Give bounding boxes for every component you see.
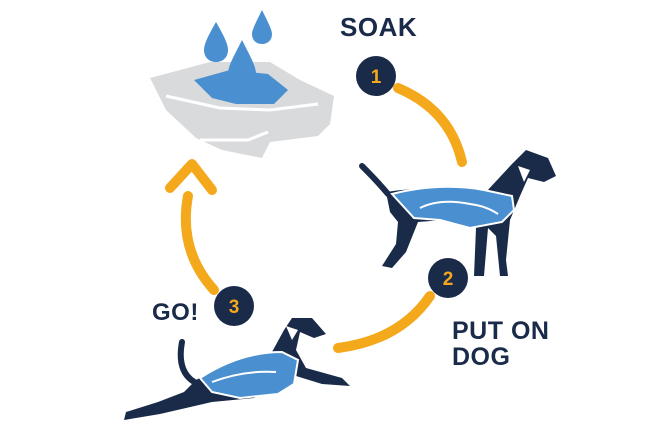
arc-soak-to-dog [393,83,467,167]
wet-coat-fabric-icon [150,10,334,158]
step-2-badge: 2 [428,258,468,298]
arrow-head-icon [165,159,217,195]
step-2-label-line1: PUT ON [452,317,550,345]
step-3-number: 3 [229,297,240,318]
step-3-badge: 3 [214,286,254,326]
step-2-label: PUT ON DOG [452,318,549,371]
step-2-number: 2 [443,269,454,290]
standing-dog-icon [359,150,556,276]
step-2-label-line2: DOG [452,343,511,372]
step-1-label: SOAK [340,12,418,42]
arc-go-to-soak [180,191,219,295]
running-dog-icon [124,318,350,420]
step-3-label: GO! [152,299,199,326]
step-1-badge: 1 [356,56,396,96]
step-1-number: 1 [371,67,382,88]
arc-dog-to-go [333,291,435,353]
